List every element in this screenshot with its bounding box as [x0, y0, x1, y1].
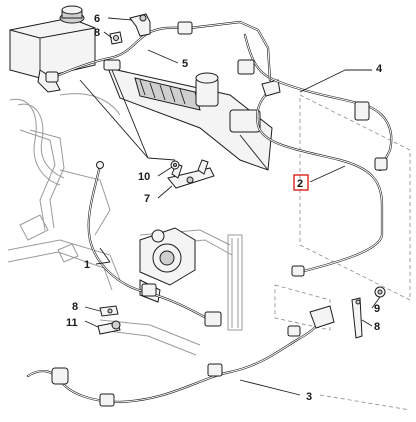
- steering-rack: [107, 67, 273, 171]
- leader-lines: [79, 17, 381, 396]
- callout-9: 9: [374, 303, 380, 315]
- fluid-reservoir: [9, 5, 96, 93]
- clamp-assembly-7: [167, 159, 215, 189]
- hose-4: [237, 33, 393, 172]
- callout-2-highlight-box: [293, 174, 309, 191]
- callout-8-lower-left: 8: [72, 301, 78, 313]
- background-outline: [7, 93, 411, 411]
- callout-labels: 6 8 5 4 2 10 7 1 8 11 9 8 3: [66, 13, 383, 403]
- callout-4: 4: [376, 63, 383, 75]
- hose-2: [256, 79, 384, 277]
- callout-11: 11: [66, 317, 78, 329]
- bolt-9: [374, 286, 386, 298]
- bracket-8-lower-right: [351, 297, 363, 339]
- callout-5: 5: [182, 58, 188, 70]
- hose-3: [26, 305, 335, 407]
- hose-1: [87, 161, 222, 327]
- callout-10: 10: [138, 171, 150, 183]
- callout-6: 6: [94, 13, 100, 25]
- callout-8-lower-right: 8: [374, 321, 380, 333]
- fitting-6: [129, 13, 151, 37]
- callout-3: 3: [306, 391, 312, 403]
- callout-7: 7: [144, 193, 150, 205]
- callout-1: 1: [84, 259, 90, 271]
- bolt-8-lower-left: [99, 305, 119, 317]
- callout-2: 2: [297, 178, 303, 190]
- bolt-11: [97, 320, 121, 335]
- bolt-10: [170, 160, 180, 170]
- callout-8-top: 8: [94, 27, 100, 39]
- bolt-8-top: [109, 31, 123, 45]
